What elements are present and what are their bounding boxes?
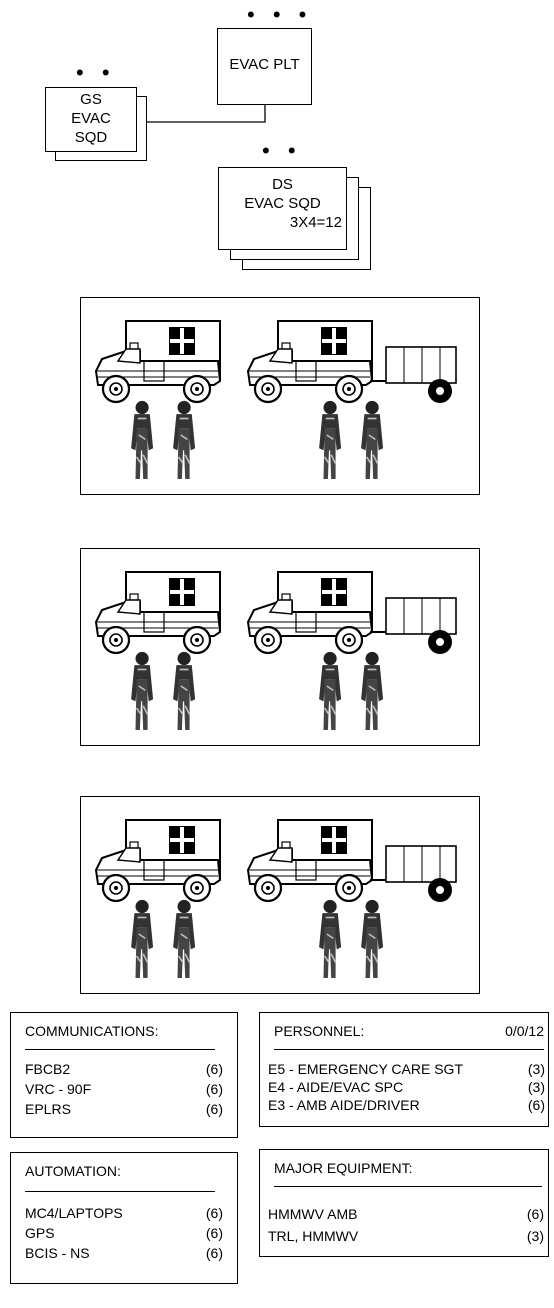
list-item: BCIS - NS(6) bbox=[25, 1245, 223, 1263]
squad-art-3 bbox=[80, 796, 480, 994]
list-item: GPS(6) bbox=[25, 1225, 223, 1243]
soldier-icon bbox=[173, 900, 195, 978]
squad-art-1 bbox=[80, 297, 480, 495]
ds-squad-count: 3X4=12 bbox=[290, 213, 342, 232]
soldier-icon bbox=[173, 401, 195, 479]
ambulance-icon bbox=[248, 321, 372, 402]
ambulance-icon bbox=[96, 321, 220, 402]
personnel-header: PERSONNEL: bbox=[274, 1023, 364, 1039]
automation-header: AUTOMATION: bbox=[25, 1163, 121, 1179]
soldier-icon bbox=[361, 401, 383, 479]
ds-squad-rank-marker: • • bbox=[262, 140, 302, 162]
communications-divider bbox=[25, 1049, 215, 1050]
soldier-icon bbox=[173, 652, 195, 730]
list-item: TRL, HMMWV(3) bbox=[268, 1228, 544, 1246]
trailer-icon bbox=[370, 347, 456, 403]
list-item: FBCB2(6) bbox=[25, 1061, 223, 1079]
soldier-icon bbox=[319, 652, 341, 730]
list-item: EPLRS(6) bbox=[25, 1101, 223, 1119]
automation-divider bbox=[25, 1191, 215, 1192]
ds-squad-line-2: EVAC SQD bbox=[219, 194, 346, 213]
list-item: MC4/LAPTOPS(6) bbox=[25, 1205, 223, 1223]
trailer-icon bbox=[370, 598, 456, 654]
ambulance-icon bbox=[248, 820, 372, 901]
soldier-icon bbox=[319, 900, 341, 978]
list-item: E4 - AIDE/EVAC SPC(3) bbox=[268, 1079, 545, 1097]
major-equipment-header: MAJOR EQUIPMENT: bbox=[274, 1160, 412, 1176]
soldier-icon bbox=[131, 900, 153, 978]
ambulance-icon bbox=[248, 572, 372, 653]
communications-header: COMMUNICATIONS: bbox=[25, 1023, 159, 1039]
personnel-divider bbox=[274, 1049, 544, 1050]
ambulance-icon bbox=[96, 820, 220, 901]
soldier-icon bbox=[361, 652, 383, 730]
trailer-icon bbox=[370, 846, 456, 902]
soldier-icon bbox=[361, 900, 383, 978]
soldier-icon bbox=[319, 401, 341, 479]
squad-art-2 bbox=[80, 548, 480, 746]
list-item: E3 - AMB AIDE/DRIVER(6) bbox=[268, 1097, 545, 1115]
personnel-box: PERSONNEL: 0/0/12 E5 - EMERGENCY CARE SG… bbox=[259, 1012, 549, 1127]
automation-box: AUTOMATION: MC4/LAPTOPS(6) GPS(6) BCIS -… bbox=[10, 1152, 238, 1284]
list-item: E5 - EMERGENCY CARE SGT(3) bbox=[268, 1061, 545, 1079]
soldier-icon bbox=[131, 652, 153, 730]
communications-box: COMMUNICATIONS: FBCB2(6) VRC - 90F(6) EP… bbox=[10, 1012, 238, 1138]
list-item: VRC - 90F(6) bbox=[25, 1081, 223, 1099]
ambulance-icon bbox=[96, 572, 220, 653]
soldier-icon bbox=[131, 401, 153, 479]
major-equipment-divider bbox=[274, 1186, 542, 1187]
ds-squad-box: DS EVAC SQD 3X4=12 bbox=[218, 167, 347, 250]
ds-squad-line-1: DS bbox=[219, 175, 346, 194]
personnel-strength: 0/0/12 bbox=[505, 1023, 544, 1039]
major-equipment-box: MAJOR EQUIPMENT: HMMWV AMB(6) TRL, HMMWV… bbox=[259, 1149, 549, 1257]
list-item: HMMWV AMB(6) bbox=[268, 1206, 544, 1224]
